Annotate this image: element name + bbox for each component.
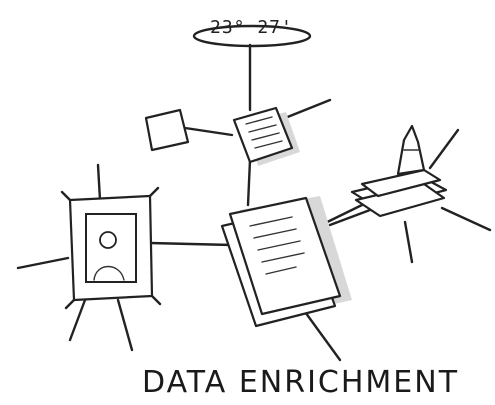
location-ellipse-icon: 23° 27' [192, 17, 312, 48]
portrait-spoke-bottom-right [116, 298, 134, 352]
portrait-spoke-top [96, 163, 102, 202]
portrait-spoke-bottom [68, 298, 87, 342]
connector-doc-to-center [246, 158, 252, 207]
books-spoke-bottom [403, 220, 414, 264]
books-spoke-right [440, 206, 492, 232]
framed-portrait-icon [60, 186, 162, 310]
portrait-head [99, 231, 117, 249]
note-icon [144, 108, 190, 152]
portrait-shoulders [93, 265, 125, 281]
connector-doc-spoke [283, 98, 332, 120]
portrait-spoke-left [16, 256, 70, 270]
connector-portrait-to-center [148, 241, 234, 247]
books-spoke-left [328, 208, 372, 227]
books-and-statue-icon [350, 124, 448, 218]
coordinate-label: 23° 27' [210, 17, 293, 38]
document-icon [232, 106, 300, 166]
diagram-caption: DATA ENRICHMENT [142, 365, 459, 400]
books-spoke-top [428, 128, 460, 170]
connector-note-to-doc [183, 126, 234, 137]
document-stack-icon [220, 196, 352, 328]
